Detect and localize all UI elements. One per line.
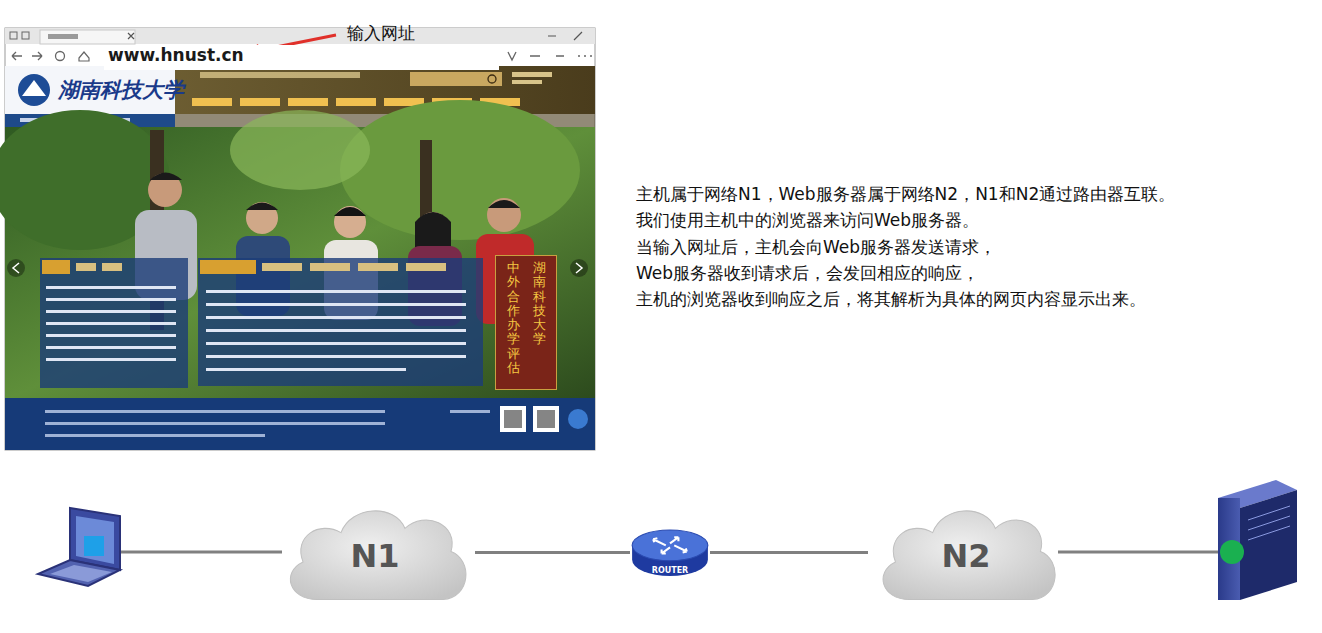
note-line: 主机属于网络N1，Web服务器属于网络N2，N1和N2通过路由器互联。 [636,183,1175,206]
note-line: Web服务器收到请求后，会发回相应的响应， [636,262,979,285]
node-text: N2 [941,537,990,575]
callout-label: 输入网址 [347,22,415,45]
node-text: www.hnust.cn [108,45,495,66]
web-server [1218,480,1297,600]
logo-text: 湖南科技大学 [58,76,184,104]
network-link [710,552,868,553]
vertical-banner: 湖南科技大学中外合作办学评估 [495,255,557,390]
address-bar: www.hnust.cn [104,45,499,70]
network-link [475,552,630,553]
note-line: 我们使用主机中的浏览器来访问Web服务器。 [636,209,979,232]
node-text: 湖南科技大学 [533,261,546,347]
note-line: 主机的浏览器收到响应之后，将其解析为具体的网页内容显示出来。 [636,288,1146,311]
node-text: N1 [350,537,399,575]
network-cloud: N2 [868,495,1064,610]
note-line: 当输入网址后，主机会向Web服务器发送请求， [636,236,996,259]
node-text: ROUTER [630,566,710,575]
network-cloud: N1 [275,495,475,610]
host-laptop [38,508,120,586]
browser-window [0,28,595,450]
router: ROUTER [630,527,710,578]
node-text: 中外合作办学评估 [507,261,520,375]
